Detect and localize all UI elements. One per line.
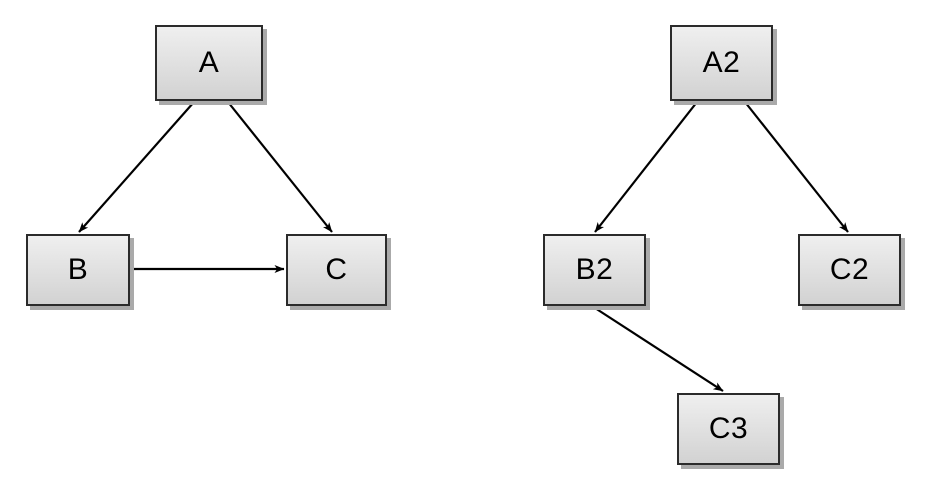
node-label-c2: C2 [829,253,870,286]
node-label-b: B [67,253,89,286]
node-a2[interactable]: A2 [670,25,773,101]
edge-a2-to-c2[interactable] [744,101,849,233]
node-c[interactable]: C [286,234,387,306]
edge-a2-to-b2[interactable] [594,101,698,233]
node-label-c: C [325,253,348,286]
node-label-a: A [198,46,220,79]
node-b2[interactable]: B2 [543,234,646,306]
node-label-c3: C3 [708,412,749,445]
node-label-b2: B2 [575,253,614,286]
node-label-a2: A2 [702,46,741,79]
edge-b2-to-c3[interactable] [594,307,724,392]
node-c3[interactable]: C3 [677,393,780,465]
node-a[interactable]: A [155,25,263,101]
edge-a-to-c[interactable] [227,101,333,233]
edge-a-to-b[interactable] [78,101,195,233]
node-c2[interactable]: C2 [798,234,901,306]
node-b[interactable]: B [26,234,130,306]
edges-group [78,101,849,392]
